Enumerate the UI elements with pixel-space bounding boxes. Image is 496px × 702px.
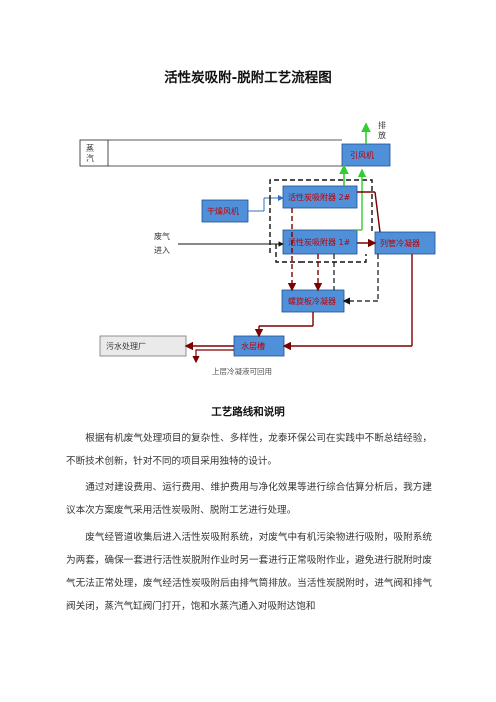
exhaust-label-1: 排 xyxy=(378,120,386,130)
adsorber-1-box xyxy=(282,229,358,255)
section-title: 工艺路线和说明 xyxy=(211,406,285,418)
sewage-plant-label: 污水处理厂 xyxy=(106,341,146,351)
water-tank-label: 水层槽 xyxy=(241,341,265,351)
tube-condenser-label: 列管冷凝器 xyxy=(380,238,420,248)
dryer-fan-label: 干燥风机 xyxy=(207,206,239,216)
gas-inlet-label-1: 废气 xyxy=(154,231,170,241)
paragraph-3: 废气经管道收集后进入活性炭吸附系统，对废气中有机污染物进行吸附，吸附系统为两套，… xyxy=(66,532,432,612)
paragraph-2: 通过对建设费用、运行费用、维护费用与净化效果等进行综合估算分析后，我方建议本次方… xyxy=(66,482,432,516)
steam-label-1: 蒸 xyxy=(86,143,94,153)
adsorber-2-label: 活性炭吸附器 2# xyxy=(288,192,351,202)
gas-inlet-label-2: 进入 xyxy=(154,246,170,255)
page-title: 活性炭吸附-脱附工艺流程图 xyxy=(164,70,332,86)
adsorber-1-label: 活性炭吸附器 1# xyxy=(288,237,351,247)
reuse-note: 上层冷凝液可回用 xyxy=(212,366,272,376)
exhaust-label-2: 放 xyxy=(378,130,386,140)
steam-label-2: 汽 xyxy=(86,153,94,163)
steam-box xyxy=(79,139,109,167)
spiral-condenser-label: 螺旋板冷凝器 xyxy=(288,296,336,306)
process-flow-diagram: 蒸 汽 排 放 引风机 干燥风机 活性炭吸附器 2# 活性炭吸附器 1# 列管冷… xyxy=(79,120,436,376)
fan-label: 引风机 xyxy=(350,150,374,160)
paragraph-1: 根据有机废气处理项目的复杂性、多样性，龙泰环保公司在实践中不断总结经验，不断技术… xyxy=(66,433,432,467)
